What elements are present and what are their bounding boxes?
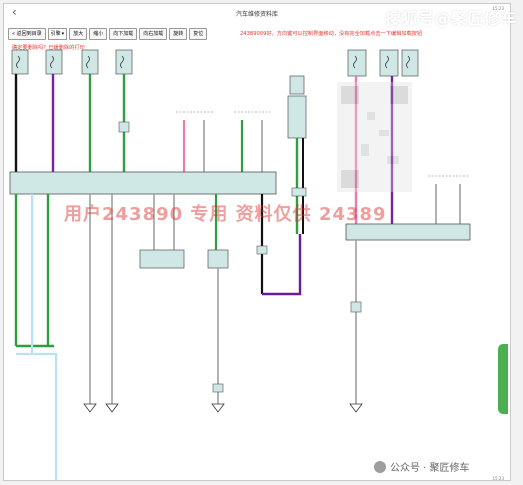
top-connector-group-left bbox=[11, 49, 133, 75]
page-select[interactable]: 引擎 ▾ bbox=[47, 28, 68, 40]
bottom-watermark-text: 公众号 · 聚匠修车 bbox=[390, 463, 470, 474]
notice-text-2: 确定要删除吗？已缓删除的打印 bbox=[12, 45, 85, 51]
notice-text: 24389009好，方向键可以控制界面移动，没有完全加载点击一下编辑加载按钮 bbox=[240, 31, 423, 37]
zoom-in-button[interactable]: 放大 bbox=[69, 28, 88, 40]
main-connector-bus bbox=[9, 171, 277, 195]
side-handle[interactable] bbox=[498, 344, 508, 414]
load-down-button[interactable]: 向下加载 bbox=[109, 28, 138, 40]
wechat-icon bbox=[374, 460, 386, 473]
zoom-out-button[interactable]: 缩小 bbox=[89, 28, 108, 40]
component-e41 bbox=[139, 249, 185, 269]
ground-symbols bbox=[83, 403, 363, 413]
document-viewer: 汽车维修资料库 ‹ 15:23 « 返回到目录 引擎 ▾ 放大 缩小 向下加载 … bbox=[3, 3, 511, 481]
component-e42 bbox=[207, 249, 229, 269]
reset-button[interactable]: 复位 bbox=[189, 28, 208, 40]
bottom-watermark: 公众号 · 聚匠修车 bbox=[374, 459, 470, 474]
qr-watermark bbox=[337, 82, 412, 192]
load-right-button[interactable]: 向右加载 bbox=[139, 28, 168, 40]
time-bottom: 15:23 bbox=[492, 476, 504, 481]
back-to-catalog-button[interactable]: « 返回到目录 bbox=[8, 28, 46, 40]
window-title: 汽车维修资料库 bbox=[235, 10, 278, 18]
chevron-down-icon: ▾ bbox=[61, 31, 65, 37]
wiring-diagram[interactable] bbox=[4, 4, 510, 480]
right-connector-bus bbox=[345, 223, 471, 241]
red-overlay-watermark: 用户243890 专用 资料仅供 24389 bbox=[64, 204, 387, 225]
time-top: 15:23 bbox=[492, 6, 504, 11]
rotate-button[interactable]: 旋转 bbox=[169, 28, 188, 40]
page-select-value: 引擎 bbox=[50, 31, 61, 37]
back-arrow-icon[interactable]: ‹ bbox=[12, 5, 17, 19]
toolbar: « 返回到目录 引擎 ▾ 放大 缩小 向下加载 向右加载 旋转 复位 bbox=[8, 28, 208, 40]
brand-watermark: 搜狐号@聚匠修车 bbox=[384, 9, 517, 28]
